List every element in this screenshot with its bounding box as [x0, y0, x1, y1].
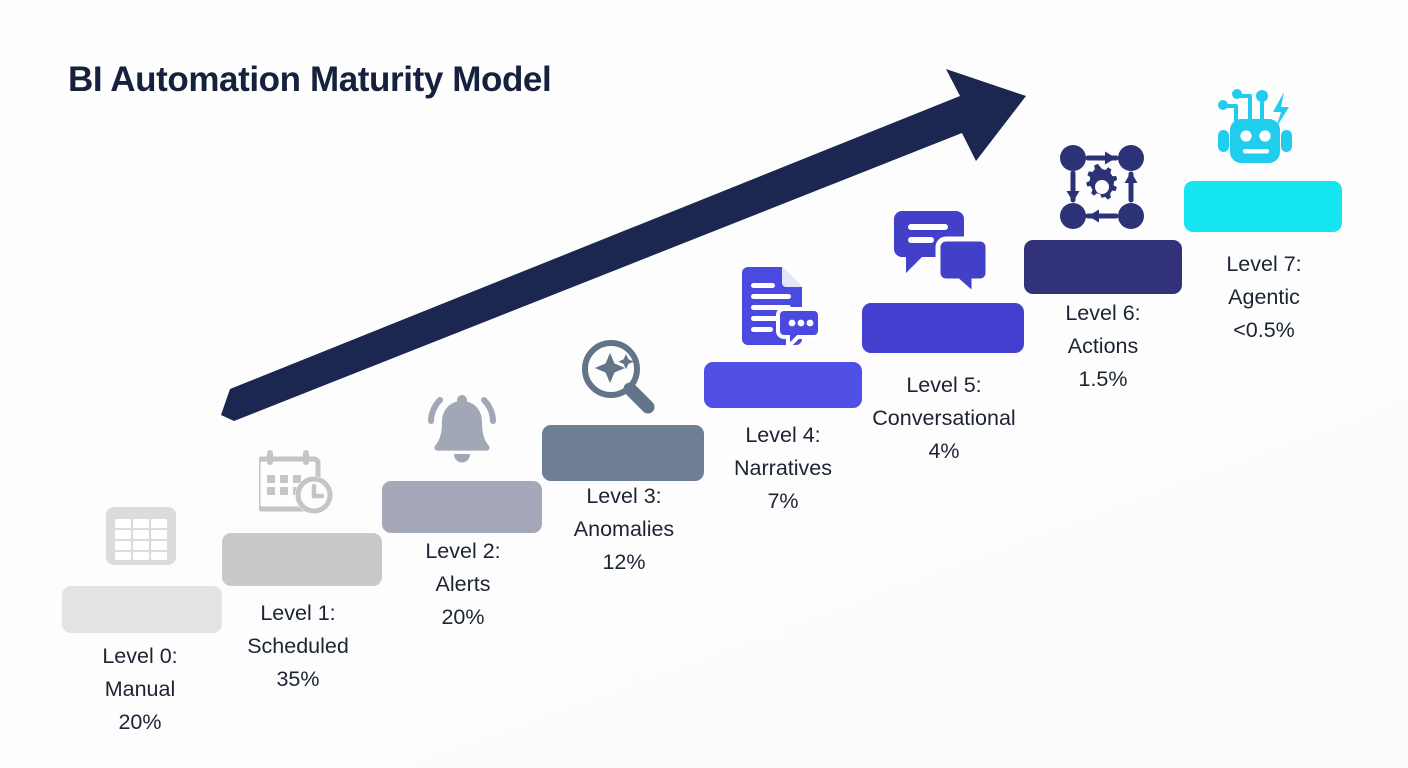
step-label-value: <0.5%	[1233, 318, 1295, 342]
chat-bubbles-icon	[894, 207, 990, 293]
step-label-value: 12%	[602, 550, 646, 574]
step-bar-level-1[interactable]	[222, 533, 382, 586]
step-label-line1: Level 6:	[1065, 301, 1141, 325]
bell-icon	[424, 390, 500, 464]
step-label-line1: Level 0:	[102, 644, 178, 668]
step-bar-level-0[interactable]	[62, 586, 222, 633]
step-bar-level-5[interactable]	[862, 303, 1024, 353]
magnifier-sparkle-icon	[578, 337, 658, 415]
step-label-line2: Scheduled	[247, 634, 349, 658]
step-label-level-2: Level 2: Alerts 20%	[342, 535, 584, 634]
calendar-clock-icon	[259, 445, 339, 519]
step-label-line2: Anomalies	[573, 517, 675, 541]
step-label-value: 20%	[441, 605, 485, 629]
step-label-line2: Narratives	[734, 456, 832, 480]
step-label-level-3: Level 3: Anomalies 12%	[503, 480, 745, 579]
step-label-level-4: Level 4: Narratives 7%	[661, 419, 905, 518]
step-label-line2: Manual	[104, 677, 176, 701]
step-label-line1: Level 5:	[906, 373, 982, 397]
robot-icon	[1212, 86, 1306, 170]
step-label-line2: Alerts	[435, 572, 491, 596]
step-label-line2: Agentic	[1228, 285, 1300, 309]
document-chat-icon	[740, 263, 822, 349]
spreadsheet-icon	[104, 503, 178, 569]
step-bar-level-6[interactable]	[1024, 240, 1182, 294]
step-label-level-1: Level 1: Scheduled 35%	[176, 597, 420, 696]
step-label-line1: Level 2:	[425, 539, 501, 563]
step-bar-level-3[interactable]	[542, 425, 704, 481]
step-label-line2: Actions	[1067, 334, 1139, 358]
step-label-level-6: Level 6: Actions 1.5%	[983, 297, 1223, 396]
step-bar-level-2[interactable]	[382, 481, 542, 533]
step-label-value: 20%	[118, 710, 162, 734]
step-label-line1: Level 7:	[1226, 252, 1302, 276]
workflow-gear-icon	[1058, 142, 1146, 232]
step-label-line1: Level 1:	[260, 601, 336, 625]
step-label-line2: Conversational	[872, 406, 1016, 430]
step-label-level-7: Level 7: Agentic <0.5%	[1142, 248, 1386, 347]
step-label-value: 4%	[928, 439, 960, 463]
step-label-value: 7%	[767, 489, 799, 513]
step-label-value: 1.5%	[1078, 367, 1128, 391]
step-label-line1: Level 3:	[586, 484, 662, 508]
step-bar-level-7[interactable]	[1184, 181, 1342, 232]
page-title: BI Automation Maturity Model	[68, 60, 552, 99]
step-bar-level-4[interactable]	[704, 362, 862, 408]
step-label-value: 35%	[276, 667, 320, 691]
step-label-level-5: Level 5: Conversational 4%	[824, 369, 1064, 468]
step-label-level-0: Level 0: Manual 20%	[20, 640, 260, 739]
step-label-line1: Level 4:	[745, 423, 821, 447]
